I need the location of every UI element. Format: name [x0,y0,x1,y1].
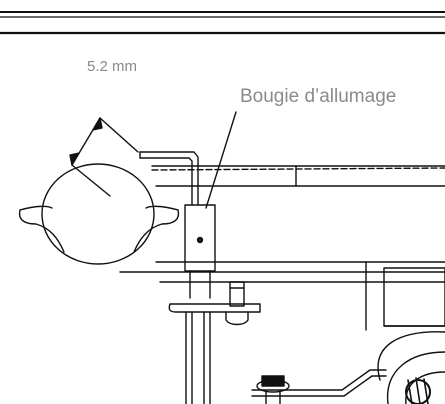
valve-knob [377,331,445,404]
spark-plug-label: Bougie d’allumage [240,86,397,107]
mounting-bracket [168,281,261,326]
screw-assembly [251,369,387,404]
gap-dimension-label: 5.2 mm [87,58,138,75]
top-frame [0,11,445,35]
electrode-leads [185,311,211,404]
ignition-electrode [139,151,216,299]
burner-lens [18,163,180,265]
burner-housing [119,165,445,331]
gap-measurement-lines [69,117,139,197]
callout-leader-line [205,111,237,209]
